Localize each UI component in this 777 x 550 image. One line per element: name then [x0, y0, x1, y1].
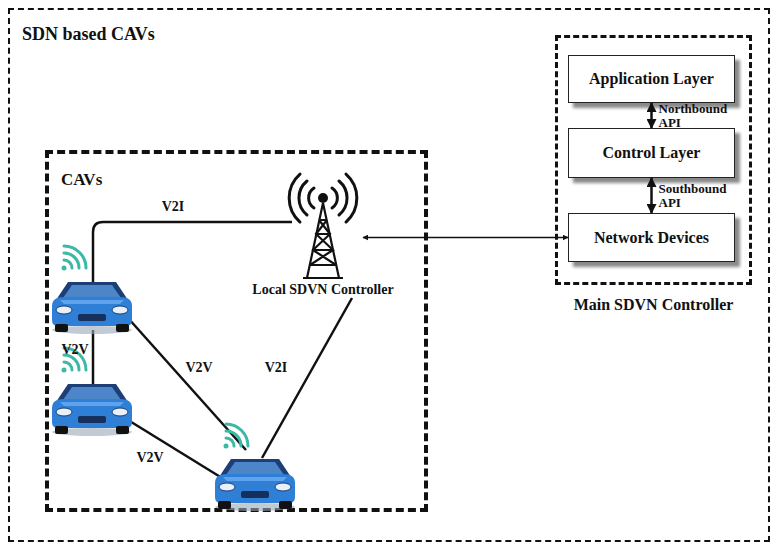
api-label: Northbound API [659, 102, 733, 130]
node-text: Local SDVN Controller [252, 282, 393, 298]
api-label: Southbound API [659, 182, 733, 210]
node-text: Application Layer [589, 70, 714, 88]
connector-arrow [650, 103, 653, 128]
node-text: SDN based CAVs [22, 24, 155, 45]
connector-arrow [650, 178, 653, 213]
node-text: Main SDVN Controller [574, 296, 734, 314]
link-label: V2V [61, 342, 88, 358]
link-label: V2V [185, 360, 212, 376]
node-text: Control Layer [603, 144, 701, 162]
link-label: V2V [136, 450, 163, 466]
link-label: V2I [265, 360, 288, 376]
layer-box: Control Layer [568, 128, 735, 178]
controller-tower: Local SDVN Controller [283, 168, 363, 280]
connector-arrow [363, 237, 568, 239]
layer-box: Network Devices [568, 213, 735, 262]
node-text: Network Devices [594, 229, 709, 247]
controller-frame: Main SDVN ControllerApplication LayerCon… [555, 35, 752, 285]
layer-box: Application Layer [568, 55, 735, 103]
outer-frame: SDN based CAVsCAVsLocal SDVN ControllerM… [8, 8, 770, 542]
tower-icon [283, 168, 363, 280]
node-text: CAVs [61, 170, 102, 190]
link-label: V2I [162, 199, 185, 215]
